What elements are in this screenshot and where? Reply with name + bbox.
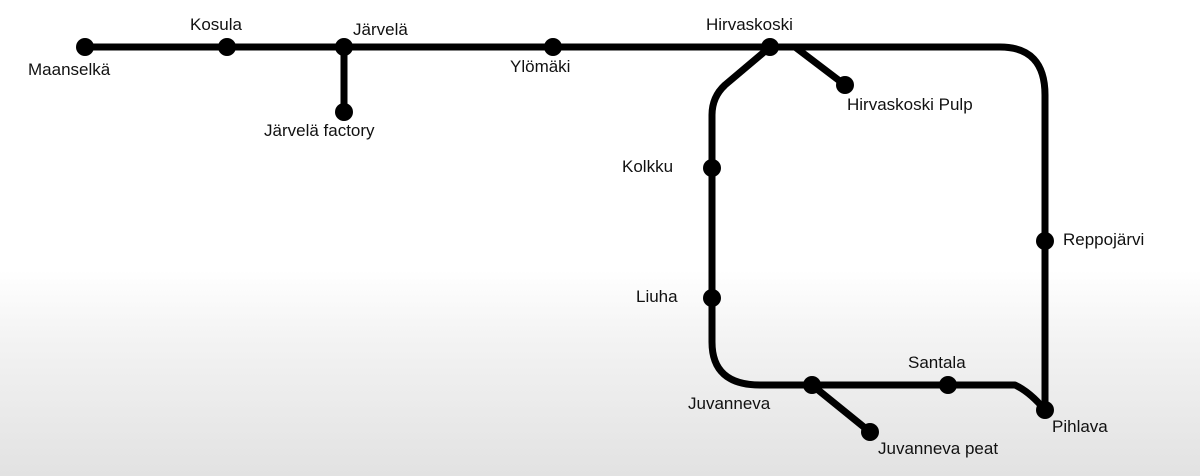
label-pihlava: Pihlava — [1052, 417, 1108, 436]
station-hirvaskoski-pulp[interactable] — [836, 76, 854, 94]
station-pihlava[interactable] — [1036, 401, 1054, 419]
station-santala[interactable] — [939, 376, 957, 394]
label-kolkku: Kolkku — [622, 157, 673, 176]
track-juvanneva-peat-spur — [808, 381, 874, 436]
station-kosula[interactable] — [218, 38, 236, 56]
station-hirvaskoski[interactable] — [761, 38, 779, 56]
station-ylomaki[interactable] — [544, 38, 562, 56]
label-kosula: Kosula — [190, 15, 243, 34]
track-western-loop — [708, 43, 1049, 414]
track-hirvaskoski-pulp-spur — [791, 43, 849, 89]
label-maanselka: Maanselkä — [28, 60, 111, 79]
station-reppojarvi[interactable] — [1036, 232, 1054, 250]
station-jarvela[interactable] — [335, 38, 353, 56]
label-hirvaskoski: Hirvaskoski — [706, 15, 793, 34]
label-ylomaki: Ylömäki — [510, 57, 570, 76]
label-juvanneva: Juvanneva — [688, 394, 771, 413]
station-kolkku[interactable] — [703, 159, 721, 177]
label-hirvaskoski-pulp: Hirvaskoski Pulp — [847, 95, 973, 114]
label-jarvela: Järvelä — [353, 20, 408, 39]
station-juvanneva-peat[interactable] — [861, 423, 879, 441]
station-jarvela-factory[interactable] — [335, 103, 353, 121]
station-juvanneva[interactable] — [803, 376, 821, 394]
label-jarvela-factory: Järvelä factory — [264, 121, 375, 140]
label-santala: Santala — [908, 353, 966, 372]
label-reppojarvi: Reppojärvi — [1063, 230, 1144, 249]
label-liuha: Liuha — [636, 287, 678, 306]
station-markers — [76, 38, 1054, 441]
track-main-line — [81, 43, 1049, 414]
station-labels: Maanselkä Kosula Järvelä Järvelä factory… — [28, 15, 1144, 458]
station-maanselka[interactable] — [76, 38, 94, 56]
track-lines — [81, 43, 1049, 436]
station-liuha[interactable] — [703, 289, 721, 307]
label-juvanneva-peat: Juvanneva peat — [878, 439, 998, 458]
